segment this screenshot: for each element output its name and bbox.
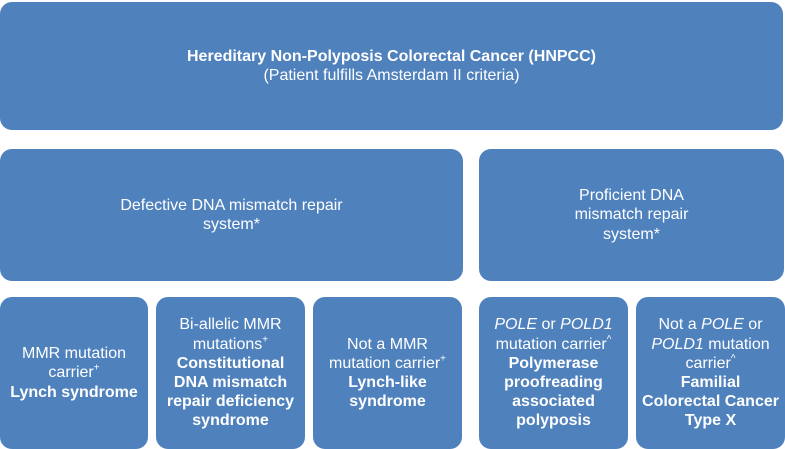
proficient-mmr-label: Proficient DNA mismatch repair system*	[574, 187, 689, 243]
leaf-lynch-like: Not a MMR mutation carrier+ Lynch-like s…	[313, 297, 462, 449]
leaf-condition: Not a POLE or POLD1 mutation carrier^	[651, 316, 770, 372]
leaf-fcctx: Not a POLE or POLD1 mutation carrier^ Fa…	[636, 297, 785, 449]
leaf-condition: MMR mutation carrier+	[21, 345, 127, 382]
leaf-cmmrd: Bi-allelic MMR mutations+ Constitutional…	[156, 297, 305, 449]
root-title: Hereditary Non-Polyposis Colorectal Canc…	[187, 47, 596, 65]
leaf-outcome: Lynch-like syndrome	[348, 374, 427, 411]
defective-mmr-box: Defective DNA mismatch repair system*	[0, 149, 463, 281]
root-subtitle: (Patient fulfills Amsterdam II criteria)	[263, 67, 520, 84]
leaf-outcome: Polymerase proofreading associated polyp…	[504, 354, 603, 430]
leaf-outcome: Familial Colorectal Cancer Type X	[642, 374, 779, 430]
leaf-condition: Bi-allelic MMR mutations+	[179, 316, 282, 353]
defective-mmr-label: Defective DNA mismatch repair system*	[120, 196, 343, 233]
leaf-condition: Not a MMR mutation carrier+	[329, 335, 446, 372]
leaf-outcome: Constitutional DNA mismatch repair defic…	[166, 354, 295, 430]
hnpcc-root-box: Hereditary Non-Polyposis Colorectal Canc…	[0, 2, 783, 130]
leaf-condition: POLE or POLD1 mutation carrier^	[494, 316, 613, 353]
proficient-mmr-box: Proficient DNA mismatch repair system*	[479, 149, 784, 281]
leaf-outcome: Lynch syndrome	[10, 383, 138, 401]
leaf-lynch-syndrome: MMR mutation carrier+ Lynch syndrome	[0, 297, 148, 449]
leaf-ppap: POLE or POLD1 mutation carrier^ Polymera…	[479, 297, 628, 449]
